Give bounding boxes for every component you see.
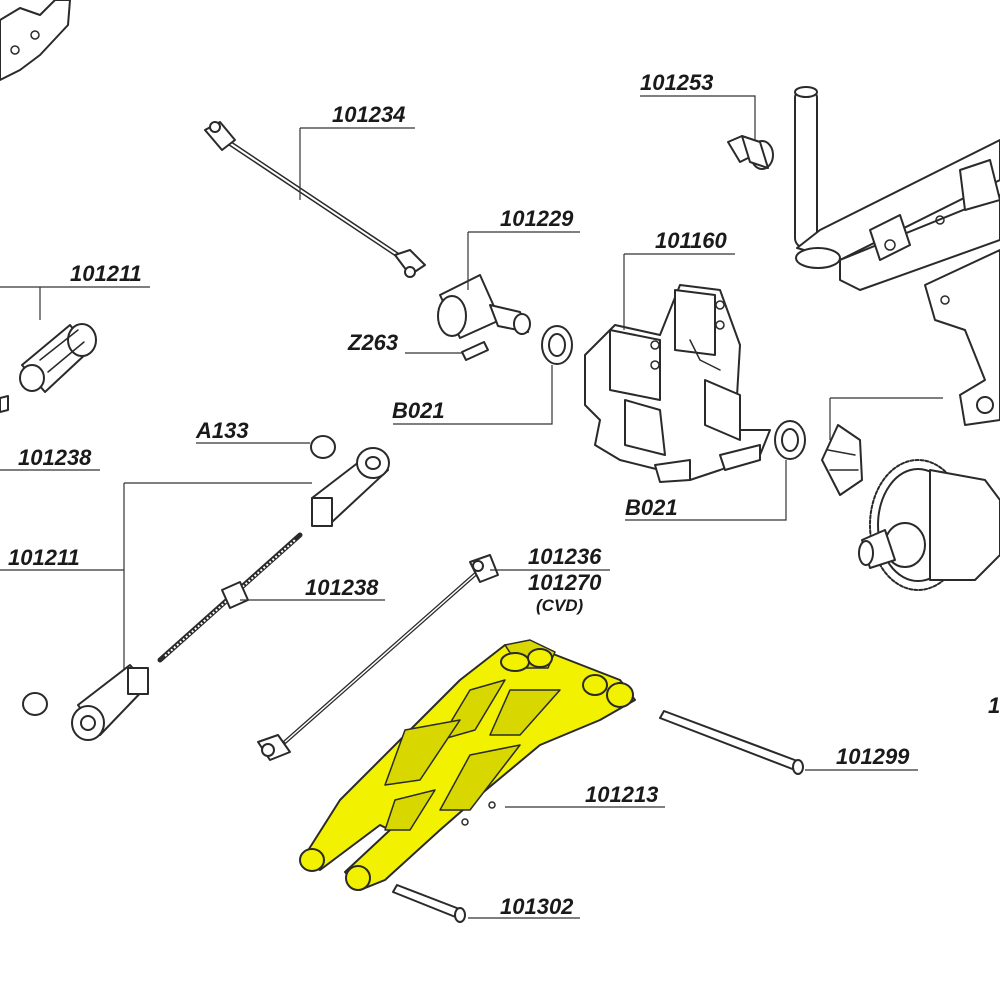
label-101299: 101299	[836, 744, 910, 769]
label-101236: 101236	[528, 544, 602, 569]
label-101229: 101229	[500, 206, 574, 231]
label-101270: 101270	[528, 570, 602, 595]
label-101253: 101253	[640, 70, 713, 95]
label-cut-right: 1	[988, 693, 1000, 718]
label-101160: 101160	[655, 228, 728, 253]
bearing-B021-top	[541, 325, 573, 365]
hinge-pin-101299	[659, 710, 804, 775]
label-B021-bottom: B021	[625, 495, 678, 520]
label-B021-top: B021	[392, 398, 445, 423]
differential-assembly	[821, 424, 1000, 591]
set-screw-left-edge	[0, 395, 9, 413]
turnbuckle-101238	[157, 532, 303, 663]
drive-shaft-101234	[204, 121, 426, 278]
shock-tower-top-right	[794, 86, 1000, 426]
ball-A133	[310, 435, 336, 459]
label-A133: A133	[195, 418, 249, 443]
ball-stud-101253	[727, 135, 774, 170]
chassis-plate-top-left	[0, 0, 71, 81]
ball-end-101211-upper	[311, 447, 390, 527]
label-Z263: Z263	[347, 330, 398, 355]
label-101213: 101213	[585, 782, 658, 807]
hinge-pin-101302	[392, 884, 466, 923]
outdrive-101229	[437, 274, 531, 339]
label-CVD: (CVD)	[536, 596, 584, 615]
label-101234: 101234	[332, 102, 405, 127]
ball-lower-left	[22, 692, 48, 716]
ball-end-101211-top	[19, 323, 97, 393]
label-101238-top: 101238	[18, 445, 92, 470]
label-101211-top: 101211	[70, 261, 142, 286]
pin-Z263	[461, 341, 489, 361]
bearing-B021-bottom	[774, 420, 806, 460]
label-101211-mid: 101211	[8, 545, 80, 570]
label-101238-mid: 101238	[305, 575, 379, 600]
lower-arm-101213-highlighted	[299, 639, 636, 891]
drive-shaft-101236	[257, 554, 499, 761]
gearbox-housing-101160	[584, 284, 771, 483]
ball-end-101211-lower	[71, 664, 149, 741]
label-101302: 101302	[500, 894, 574, 919]
